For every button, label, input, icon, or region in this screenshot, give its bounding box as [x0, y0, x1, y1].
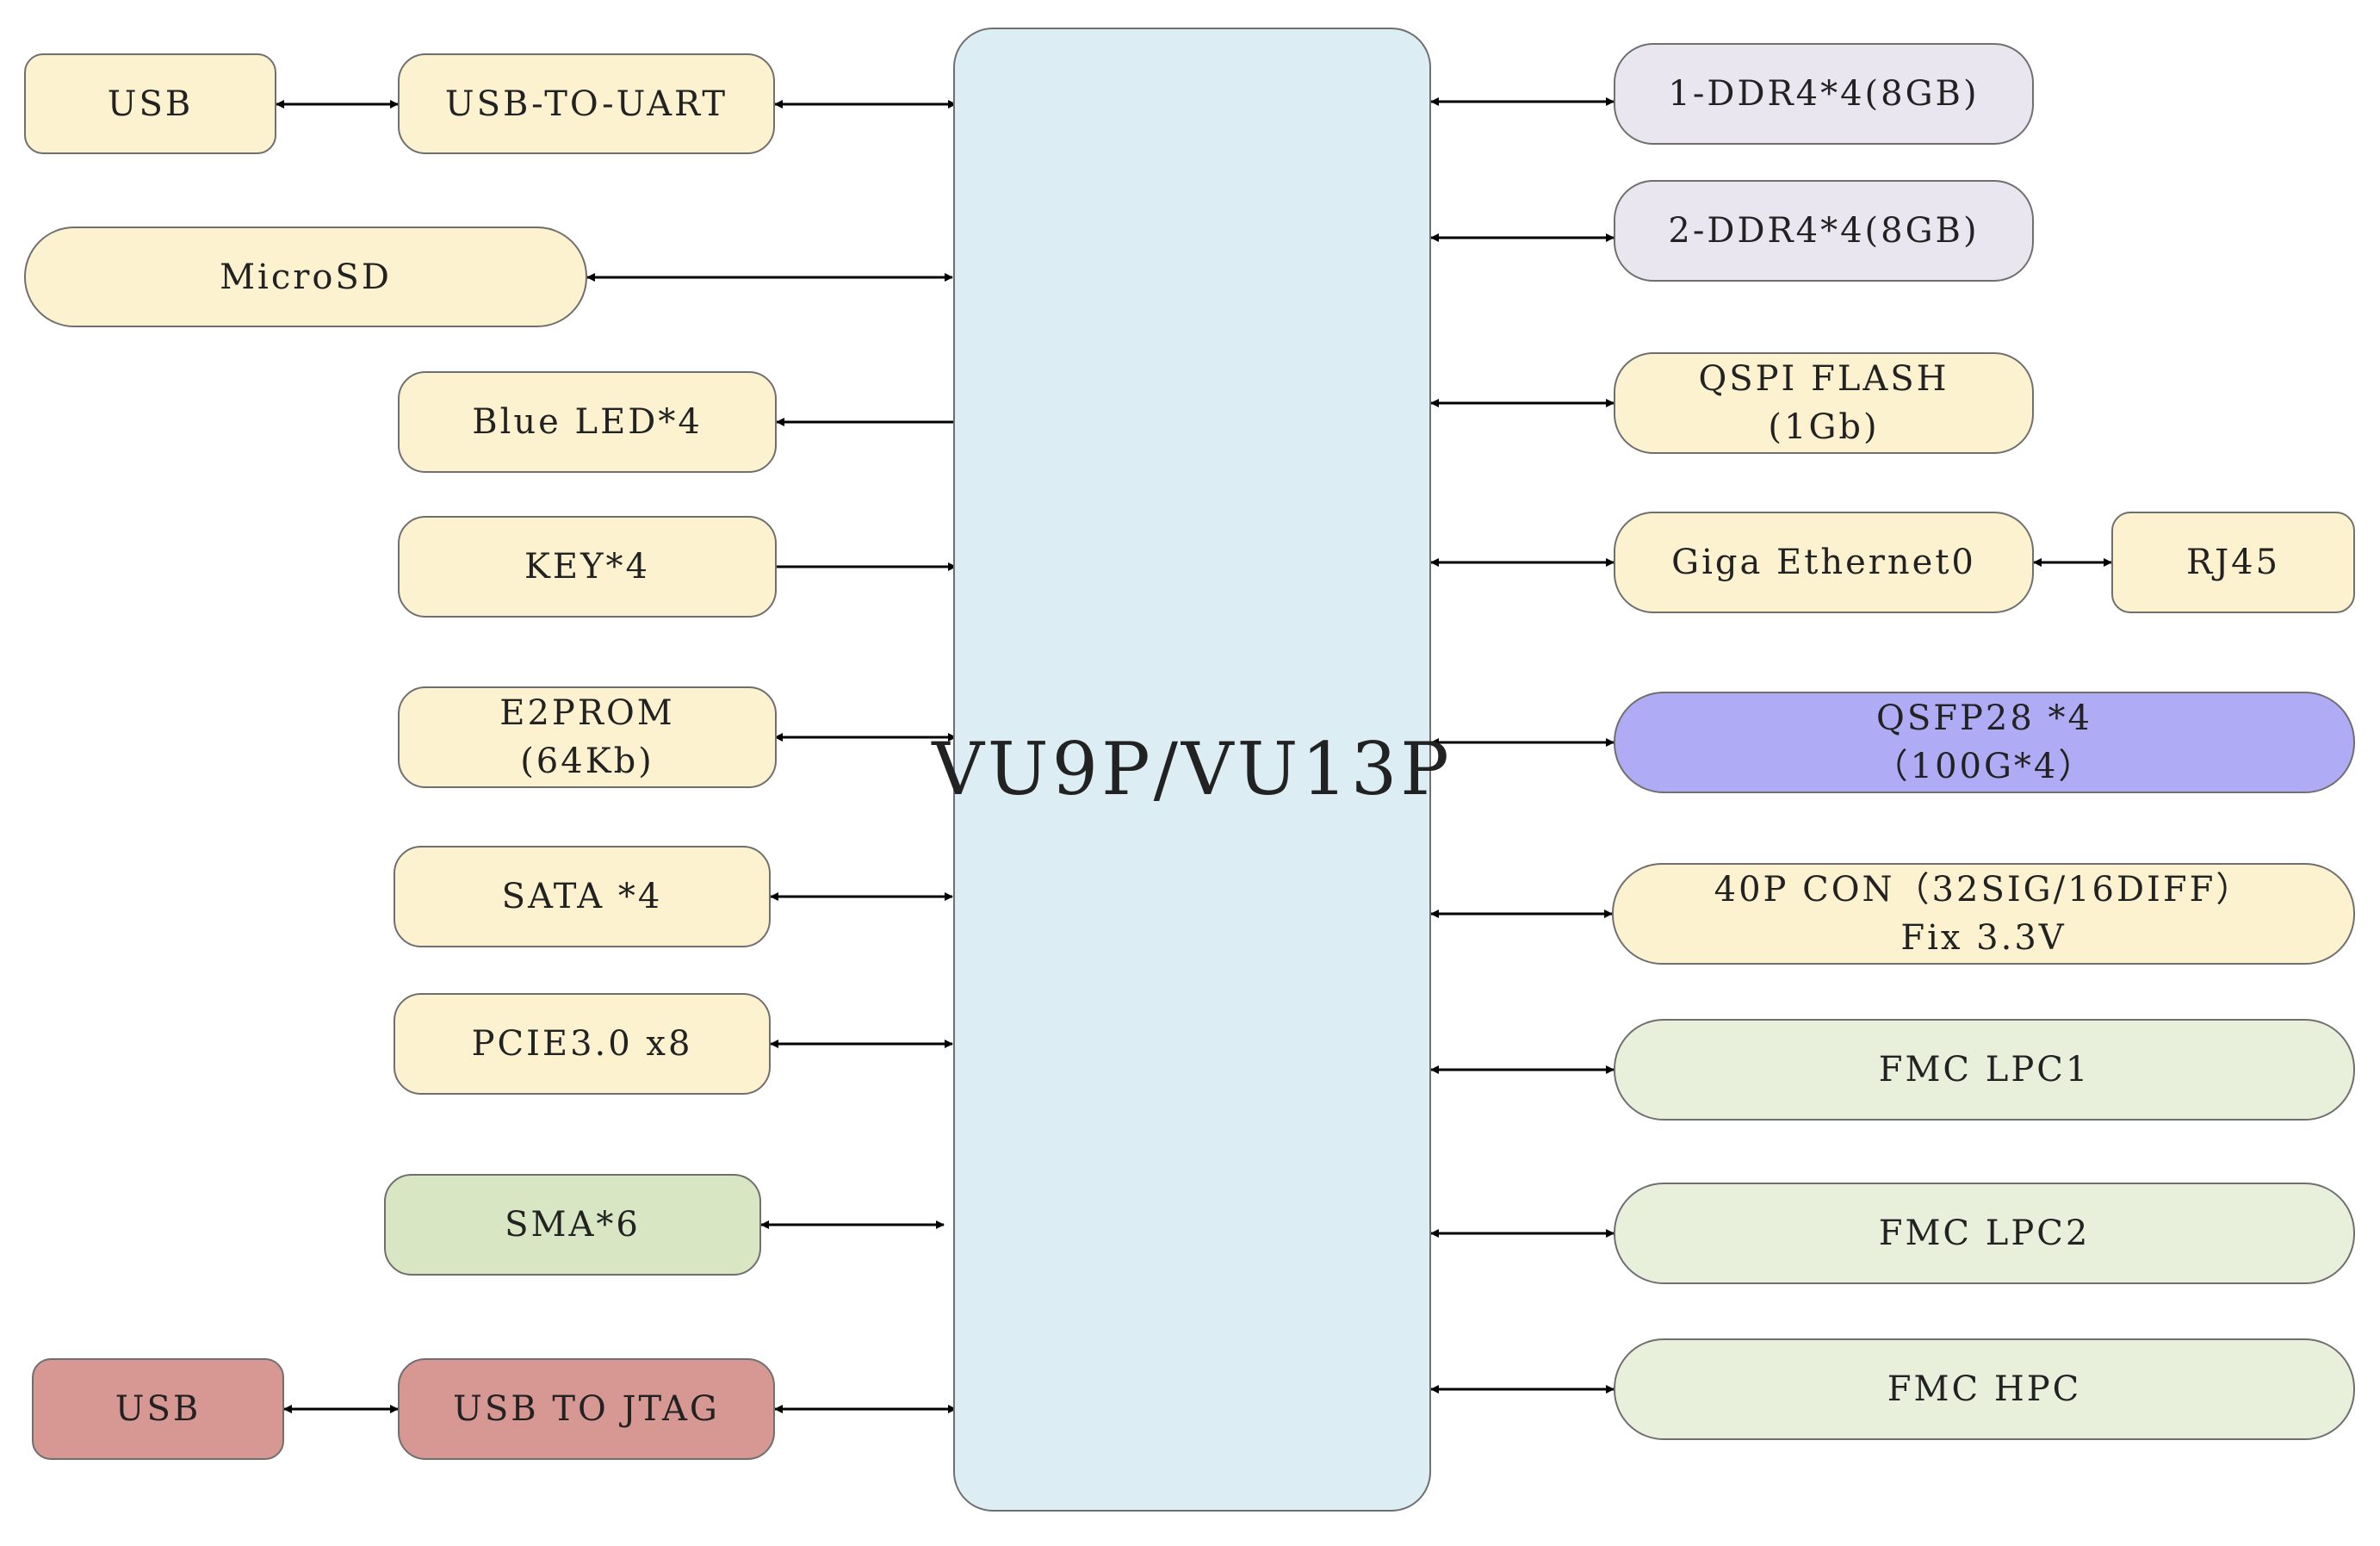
e2prom-label-line1: E2PROM	[499, 693, 675, 733]
ddr1-label: 1-DDR4*4(8GB)	[1668, 74, 1980, 114]
ddr1-block: 1-DDR4*4(8GB)	[1614, 43, 2034, 145]
e2prom-block: E2PROM (64Kb)	[398, 686, 777, 788]
con-label-line2: Fix 3.3V	[1900, 918, 2067, 958]
sata-block: SATA *4	[394, 846, 771, 947]
usb-to-jtag-label: USB TO JTAG	[453, 1389, 720, 1429]
blue-led-block: Blue LED*4	[398, 371, 777, 473]
e2prom-label-line2: (64Kb)	[520, 742, 654, 781]
fmc-lpc2-block: FMC LPC2	[1614, 1183, 2355, 1284]
rj45-label: RJ45	[2185, 543, 2281, 582]
ethernet-label: Giga Ethernet0	[1671, 543, 1976, 582]
sma-block: SMA*6	[384, 1174, 761, 1276]
pcie-label: PCIE3.0 x8	[471, 1024, 693, 1064]
blue-led-label: Blue LED*4	[472, 402, 703, 442]
giga-ethernet-block: Giga Ethernet0	[1614, 512, 2034, 613]
usb-to-jtag-block: USB TO JTAG	[398, 1358, 775, 1460]
qsfp28-block: QSFP28 *4 （100G*4）	[1614, 692, 2355, 793]
usb-label: USB	[107, 84, 194, 124]
usb-block: USB	[24, 53, 276, 154]
qspi-label-line1: QSPI FLASH	[1698, 359, 1949, 399]
microsd-block: MicroSD	[24, 227, 587, 327]
usb-jtag-host-label: USB	[115, 1389, 201, 1429]
fmc-hpc-block: FMC HPC	[1614, 1338, 2355, 1440]
usb-to-uart-label: USB-TO-UART	[444, 84, 728, 124]
fmc-lpc1-block: FMC LPC1	[1614, 1019, 2355, 1121]
fmc-lpc2-label: FMC LPC2	[1878, 1214, 2091, 1253]
fpga-label: VU9P/VU13P	[932, 726, 1453, 811]
ddr2-label: 2-DDR4*4(8GB)	[1668, 211, 1980, 251]
pcie-block: PCIE3.0 x8	[394, 993, 771, 1095]
sma-label: SMA*6	[505, 1205, 641, 1245]
microsd-label: MicroSD	[220, 257, 392, 297]
40p-connector-block: 40P CON（32SIG/16DIFF） Fix 3.3V	[1612, 863, 2355, 965]
qsfp-label-line2: （100G*4）	[1873, 747, 2096, 786]
key-block: KEY*4	[398, 516, 777, 618]
fmc-hpc-label: FMC HPC	[1887, 1369, 2082, 1409]
fmc-lpc1-label: FMC LPC1	[1878, 1050, 2091, 1090]
qspi-label-line2: (1Gb)	[1768, 407, 1880, 447]
fpga-block: VU9P/VU13P	[932, 28, 1449, 1512]
usb-jtag-host-block: USB	[32, 1358, 284, 1460]
sata-label: SATA *4	[501, 877, 663, 916]
qsfp-label-line1: QSFP28 *4	[1876, 698, 2092, 738]
qspi-flash-block: QSPI FLASH (1Gb)	[1614, 352, 2034, 454]
usb-to-uart-block: USB-TO-UART	[398, 53, 775, 154]
rj45-block: RJ45	[2111, 512, 2355, 613]
key-label: KEY*4	[524, 547, 650, 587]
ddr2-block: 2-DDR4*4(8GB)	[1614, 180, 2034, 282]
con-label-line1: 40P CON（32SIG/16DIFF）	[1714, 870, 2253, 910]
